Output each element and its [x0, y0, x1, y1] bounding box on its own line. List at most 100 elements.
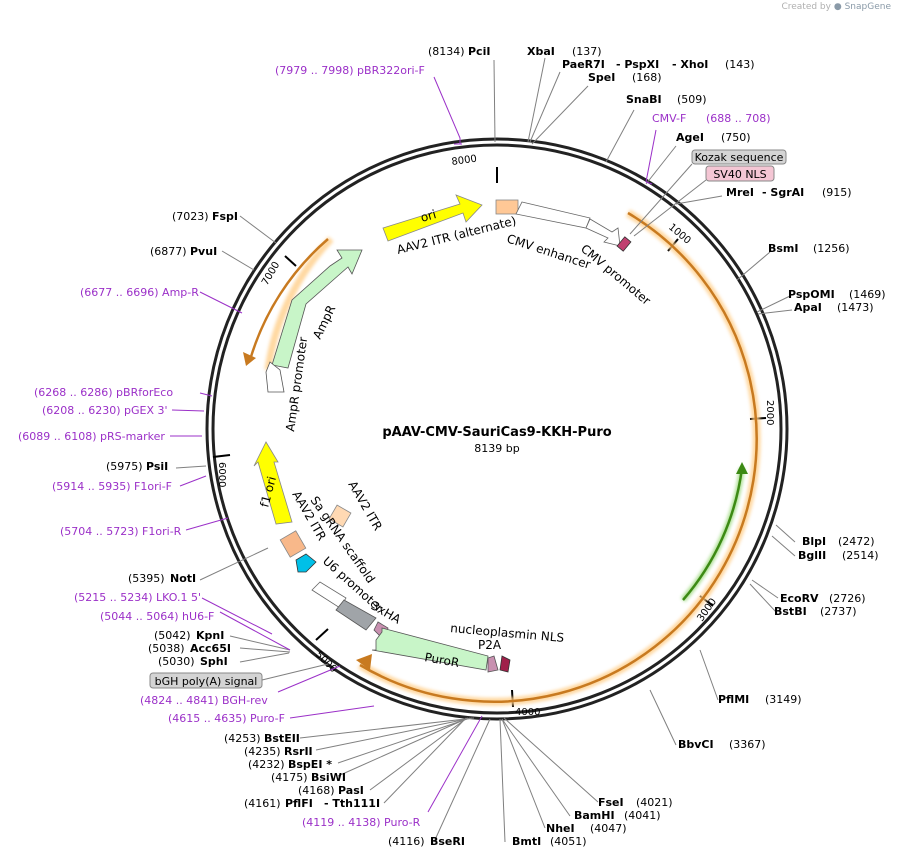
sv40-box: SV40 NLS — [633, 165, 775, 237]
credit-prefix: Created by — [781, 2, 831, 12]
primer-f1orir: (5704 .. 5723) F1ori-R — [60, 525, 182, 538]
enzyme-pcii-pos: (8134) — [428, 45, 465, 58]
enzyme-kpni: KpnI — [196, 629, 224, 642]
enzyme-xhoi-pos: (143) — [725, 58, 755, 71]
enzyme-rsrii: RsrII — [284, 745, 313, 758]
enzyme-bsmi: BsmI — [768, 242, 799, 255]
enzyme-bamhi: BamHI — [574, 809, 615, 822]
enzyme-tth111i: - Tth111I — [324, 797, 380, 810]
enzyme-bbvci: BbvCI — [678, 738, 714, 751]
enzyme-sgrai: - SgrAI — [762, 186, 804, 199]
enzyme-fspi: FspI — [212, 210, 238, 223]
plasmid-size: 8139 bp — [474, 442, 519, 455]
bgh-box: bGH poly(A) signal — [149, 663, 329, 689]
green-arc — [682, 467, 744, 601]
enzyme-agei: AgeI — [676, 131, 704, 144]
backbone-outer — [205, 137, 789, 721]
enzyme-xbai-pos: (137) — [572, 45, 602, 58]
enzyme-pflmi-pos: (3149) — [765, 693, 802, 706]
primer-hu6: (5044 .. 5064) hU6-F — [100, 610, 214, 623]
enzyme-blpi: BlpI — [802, 535, 826, 548]
green-arrowhead — [736, 462, 748, 474]
orf-arrowhead-2 — [243, 352, 256, 366]
enzyme-bsiwi-pos: (4175) — [271, 771, 308, 784]
enzyme-bglii-pos: (2514) — [842, 549, 879, 562]
primer-pbrforeco: (6268 .. 6286) pBRforEco — [34, 386, 173, 399]
enzyme-pflmi: PflMI — [718, 693, 749, 706]
feature-3xha-label: 3xHA — [369, 598, 404, 627]
enzyme-noti: NotI — [170, 572, 196, 585]
enzyme-pspxi: - PspXI — [616, 58, 659, 71]
feature-ampr-label: AmpR — [310, 303, 338, 341]
enzyme-pflfi-pos: (4161) — [244, 797, 281, 810]
enzyme-psii: PsiI — [146, 460, 168, 473]
enzyme-spei: SpeI — [588, 71, 615, 84]
enzyme-bstbi: BstBI — [774, 605, 807, 618]
feature-nls-label: nucleoplasmin NLS — [450, 621, 565, 645]
primer-puror: (4119 .. 4138) Puro-R — [302, 816, 421, 829]
tick-4000: 4000 — [515, 707, 540, 718]
enzyme-paer7i: PaeR7I — [562, 58, 605, 71]
enzyme-spei-pos: (168) — [632, 71, 662, 84]
enzyme-bglii: BglII — [798, 549, 826, 562]
tick-5000: 5000 — [313, 649, 339, 675]
enzyme-xhoi: - XhoI — [672, 58, 708, 71]
enzyme-snabi-pos: (509) — [677, 93, 707, 106]
enzyme-bsmi-pos: (1256) — [813, 242, 850, 255]
kozak-label: Kozak sequence — [695, 151, 784, 164]
feature-ori-label: ori — [419, 207, 438, 225]
enzyme-pcii: PciI — [468, 45, 490, 58]
snapgene-logo-icon: ● — [833, 2, 842, 12]
enzyme-bstbi-pos: (2737) — [820, 605, 857, 618]
credit-brand: SnapGene — [844, 2, 891, 12]
feature-cmv-promoter-label: CMV promoter — [578, 242, 653, 308]
enzyme-snabi: SnaBI — [626, 93, 662, 106]
primer-purof: (4615 .. 4635) Puro-F — [168, 712, 285, 725]
primer-cmvf: CMV-F — [652, 112, 686, 125]
tick-2000: 2000 — [764, 400, 775, 425]
enzyme-psii-pos: (5975) — [106, 460, 143, 473]
primer-ampr: (6677 .. 6696) Amp-R — [80, 286, 199, 299]
primer-prs: (6089 .. 6108) pRS-marker — [18, 430, 165, 443]
orf-arcs — [248, 209, 761, 706]
enzyme-bsiwi: BsiWI — [311, 771, 346, 784]
enzyme-pflfi: PflFI — [285, 797, 313, 810]
feature-arrows — [253, 194, 632, 673]
feature-p2a-label: P2A — [478, 638, 502, 652]
enzyme-sgrai-pos: (915) — [822, 186, 852, 199]
tick-7000: 7000 — [260, 260, 282, 288]
primer-pgex: (6208 .. 6230) pGEX 3' — [42, 404, 168, 417]
enzyme-bsteii-pos: (4253) — [224, 732, 261, 745]
enzyme-bmti: BmtI — [512, 835, 541, 848]
enzyme-noti-pos: (5395) — [128, 572, 165, 585]
enzyme-agei-pos: (750) — [721, 131, 751, 144]
enzyme-sphi-pos: (5030) — [158, 655, 195, 668]
enzyme-pvui-pos: (6877) — [150, 245, 187, 258]
orf-arrowhead — [356, 654, 372, 670]
feature-aav2itr-1-label: AAV2 ITR — [345, 479, 385, 534]
enzyme-pasi-pos: (4168) — [298, 784, 335, 797]
primer-bghrev: (4824 .. 4841) BGH-rev — [140, 694, 268, 707]
enzyme-pvui: PvuI — [190, 245, 217, 258]
enzyme-apai: ApaI — [794, 301, 822, 314]
enzyme-acc65i: Acc65I — [190, 642, 231, 655]
enzyme-bbvci-pos: (3367) — [729, 738, 766, 751]
primer-leader-lines — [170, 76, 657, 813]
primer-cmvf-pos: (688 .. 708) — [706, 112, 771, 125]
enzyme-nhei: NheI — [546, 822, 575, 835]
enzyme-acc65i-pos: (5038) — [148, 642, 185, 655]
bgh-label: bGH poly(A) signal — [155, 675, 258, 688]
enzyme-rsrii-pos: (4235) — [244, 745, 281, 758]
feature-puror-label: PuroR — [423, 650, 460, 670]
enzyme-ecorv: EcoRV — [780, 592, 819, 605]
enzyme-pasi: PasI — [338, 784, 364, 797]
sv40-label: SV40 NLS — [713, 168, 766, 181]
enzyme-blpi-pos: (2472) — [838, 535, 875, 548]
primer-f1orif: (5914 .. 5935) F1ori-F — [52, 480, 172, 493]
enzyme-pspomi-pos: (1469) — [849, 288, 886, 301]
plasmid-name: pAAV-CMV-SauriCas9-KKH-Puro — [382, 425, 611, 440]
enzyme-fspi-pos: (7023) — [172, 210, 209, 223]
snapgene-credit: Created by ● SnapGene — [781, 2, 891, 12]
enzyme-fsei: FseI — [598, 796, 624, 809]
enzyme-kpni-pos: (5042) — [154, 629, 191, 642]
